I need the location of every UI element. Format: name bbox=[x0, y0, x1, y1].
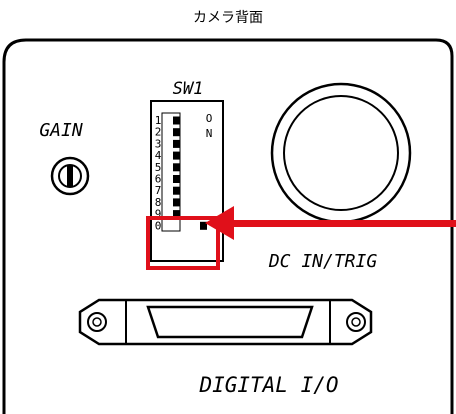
dip-switch-knob bbox=[173, 163, 180, 172]
digital-io-screw-right-hole bbox=[351, 317, 361, 327]
digital-io-label: DIGITAL I/O bbox=[198, 373, 338, 397]
camera-body-outline bbox=[2, 38, 454, 414]
dc-in-inner-ring bbox=[283, 95, 399, 211]
digital-io-connector bbox=[78, 298, 373, 346]
dip-switch-knob bbox=[173, 175, 180, 183]
digital-io-screw-left-hole bbox=[92, 317, 102, 327]
dip-on-letter-n: N bbox=[206, 127, 213, 140]
dip-position-number: 7 bbox=[155, 184, 162, 197]
gain-knob-slot bbox=[67, 166, 73, 186]
dip-switch-knob bbox=[173, 186, 180, 195]
highlight-arrow-head bbox=[205, 206, 234, 240]
dip-position-number: 5 bbox=[155, 161, 162, 174]
dip-switch-knob bbox=[173, 128, 180, 137]
diagram-title: カメラ背面 bbox=[193, 10, 263, 26]
dc-in-label: DC IN/TRIG bbox=[268, 251, 378, 272]
dip-on-letter-o: O bbox=[206, 112, 213, 125]
dip-position-number: 0 bbox=[155, 219, 162, 232]
highlight-box bbox=[146, 216, 220, 270]
dip-position-number: 9 bbox=[155, 208, 162, 221]
dip-position-number: 2 bbox=[155, 126, 162, 139]
dip-switch-knob bbox=[173, 210, 180, 219]
dip-position-number: 3 bbox=[155, 137, 162, 150]
highlight-arrow-shaft bbox=[221, 220, 456, 227]
dip-switch-knob bbox=[173, 151, 180, 160]
dip-switch-knob bbox=[200, 221, 207, 230]
gain-label: GAIN bbox=[39, 120, 83, 141]
dip-position-number: 8 bbox=[155, 196, 162, 209]
switch-label: SW1 bbox=[173, 79, 204, 99]
dc-in-connector bbox=[270, 82, 412, 224]
gain-knob: GAIN bbox=[39, 120, 90, 196]
dip-switch-knob bbox=[173, 198, 180, 207]
digital-io-shell-edges bbox=[125, 300, 331, 344]
dip-switch-knob bbox=[173, 116, 180, 125]
digital-io-socket bbox=[146, 305, 314, 339]
dip-position-number: 4 bbox=[155, 149, 162, 162]
dip-position-number: 1 bbox=[155, 114, 162, 127]
dip-switch-knob bbox=[173, 139, 180, 148]
dip-position-number: 6 bbox=[155, 173, 162, 186]
